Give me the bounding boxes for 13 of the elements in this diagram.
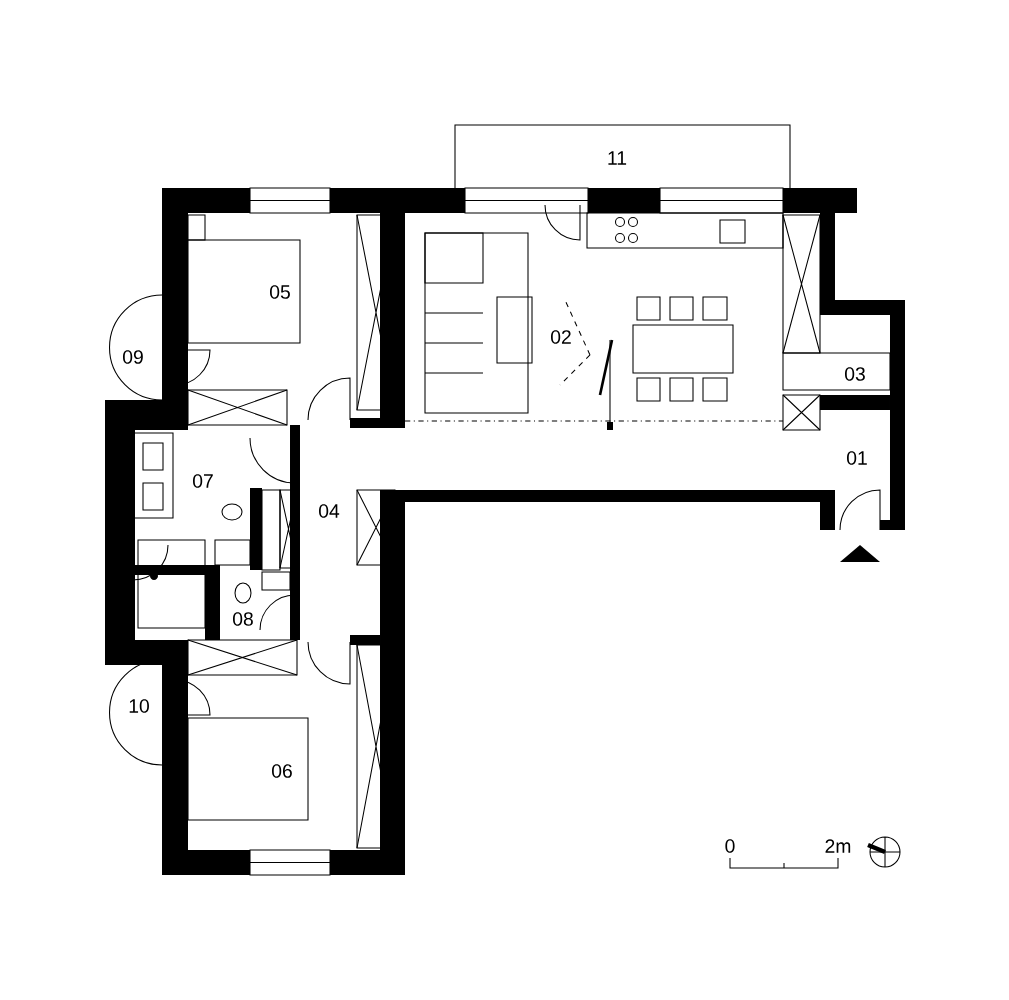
room-number: 11 bbox=[608, 151, 627, 165]
room-number: 01 bbox=[847, 451, 867, 465]
scale-label: 0 bbox=[725, 839, 735, 853]
room-number: 08 bbox=[233, 612, 253, 626]
room-number: 06 bbox=[272, 764, 292, 778]
scale-label: 2m bbox=[825, 839, 851, 853]
room-number: 05 bbox=[270, 285, 290, 299]
room-number: 04 bbox=[319, 504, 340, 518]
room-number: 10 bbox=[129, 699, 149, 713]
room-number: 02 bbox=[551, 330, 571, 344]
room-number: 07 bbox=[193, 474, 213, 488]
room-number: 03 bbox=[845, 367, 865, 381]
room-number: 09 bbox=[123, 350, 143, 364]
